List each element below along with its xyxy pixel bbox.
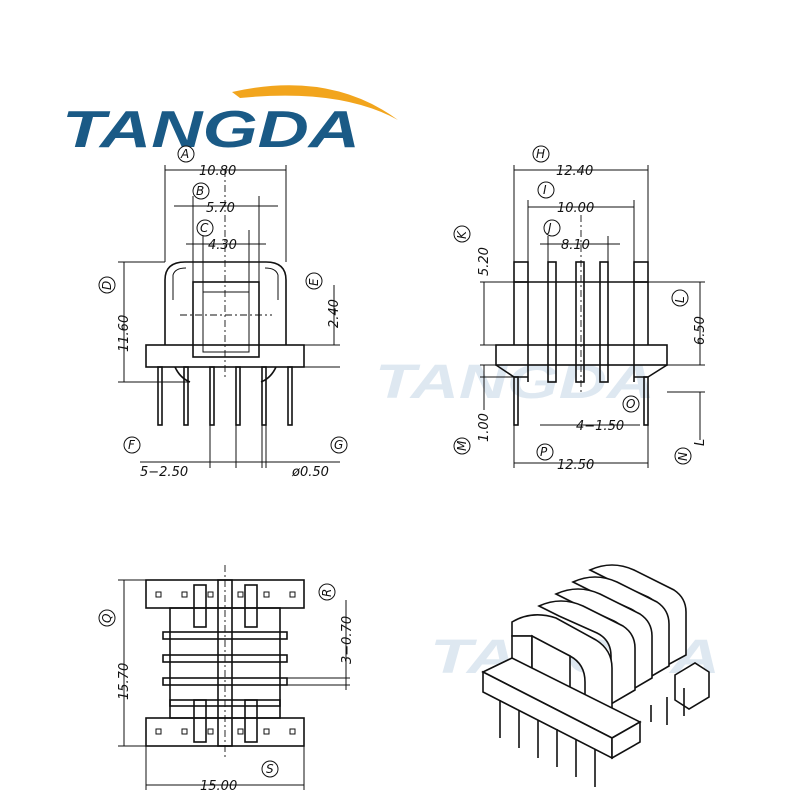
svg-text:E: E xyxy=(307,278,321,286)
svg-text:F: F xyxy=(128,438,136,452)
logo-swoosh xyxy=(232,85,398,120)
svg-text:J: J xyxy=(546,221,552,235)
dim-S: S 15.00 xyxy=(200,760,279,794)
svg-text:4.30: 4.30 xyxy=(208,238,237,253)
svg-text:D: D xyxy=(100,281,114,290)
svg-text:K: K xyxy=(455,230,469,239)
svg-text:P: P xyxy=(540,445,548,459)
dim-E: E 2.40 xyxy=(305,272,342,328)
dim-G: G ø0.50 xyxy=(291,436,348,480)
svg-text:11.60: 11.60 xyxy=(117,315,132,352)
dim-M: M 1.00 xyxy=(453,413,492,455)
svg-text:L: L xyxy=(673,296,687,303)
svg-text:6.50: 6.50 xyxy=(693,316,708,345)
dim-D: D 11.60 xyxy=(98,276,132,352)
svg-text:8.10: 8.10 xyxy=(561,238,590,253)
svg-text:I: I xyxy=(543,183,547,197)
dim-Q: Q 15.70 xyxy=(98,609,132,700)
dim-C: C 4.30 xyxy=(196,219,237,253)
dim-R: R 3−0.70 xyxy=(318,583,355,664)
isometric-view xyxy=(481,564,710,787)
dim-O: O 4−1.50 xyxy=(576,395,640,434)
dim-P: P 12.50 xyxy=(536,443,594,473)
dim-I: I 10.00 xyxy=(537,181,594,216)
svg-text:3−0.70: 3−0.70 xyxy=(340,616,355,664)
svg-text:G: G xyxy=(334,438,343,452)
top-view xyxy=(118,565,350,790)
svg-text:10.00: 10.00 xyxy=(557,201,594,216)
svg-text:M: M xyxy=(455,440,469,451)
top-pins xyxy=(155,591,296,735)
svg-text:A: A xyxy=(180,147,189,161)
svg-text:10.80: 10.80 xyxy=(199,164,236,179)
dim-A: A 10.80 xyxy=(177,145,236,179)
svg-text:Q: Q xyxy=(100,614,114,623)
dim-F: F 5−2.50 xyxy=(123,436,188,480)
svg-text:N: N xyxy=(676,452,690,461)
svg-text:ø0.50: ø0.50 xyxy=(291,465,329,480)
svg-text:R: R xyxy=(320,589,334,597)
svg-text:H: H xyxy=(536,147,545,161)
svg-text:5.70: 5.70 xyxy=(206,201,235,216)
svg-text:5.20: 5.20 xyxy=(477,247,492,276)
svg-text:5−2.50: 5−2.50 xyxy=(140,465,188,480)
tangda-logo: TANGDA xyxy=(62,85,398,159)
svg-text:15.70: 15.70 xyxy=(117,663,132,700)
logo-text: TANGDA xyxy=(62,101,360,159)
svg-text:12.50: 12.50 xyxy=(557,458,594,473)
svg-text:15.00: 15.00 xyxy=(200,779,237,794)
dim-N: N L xyxy=(674,439,708,465)
svg-text:L: L xyxy=(693,439,708,446)
watermark-text: TANGDA xyxy=(375,356,655,409)
dim-K: K 5.20 xyxy=(453,225,492,276)
svg-text:4−1.50: 4−1.50 xyxy=(576,419,624,434)
dim-B: B 5.70 xyxy=(192,182,235,216)
dim-H: H 12.40 xyxy=(532,145,593,179)
svg-text:1.00: 1.00 xyxy=(477,413,492,442)
svg-text:O: O xyxy=(626,397,635,411)
side-view xyxy=(480,165,705,468)
dim-J: J 8.10 xyxy=(543,219,590,253)
front-view xyxy=(118,165,340,468)
svg-text:S: S xyxy=(266,762,274,776)
svg-text:2.40: 2.40 xyxy=(327,299,342,328)
dim-L: L 6.50 xyxy=(671,289,708,345)
front-pins xyxy=(157,366,293,426)
svg-text:12.40: 12.40 xyxy=(556,164,593,179)
svg-text:B: B xyxy=(196,184,204,198)
svg-text:C: C xyxy=(200,221,209,235)
